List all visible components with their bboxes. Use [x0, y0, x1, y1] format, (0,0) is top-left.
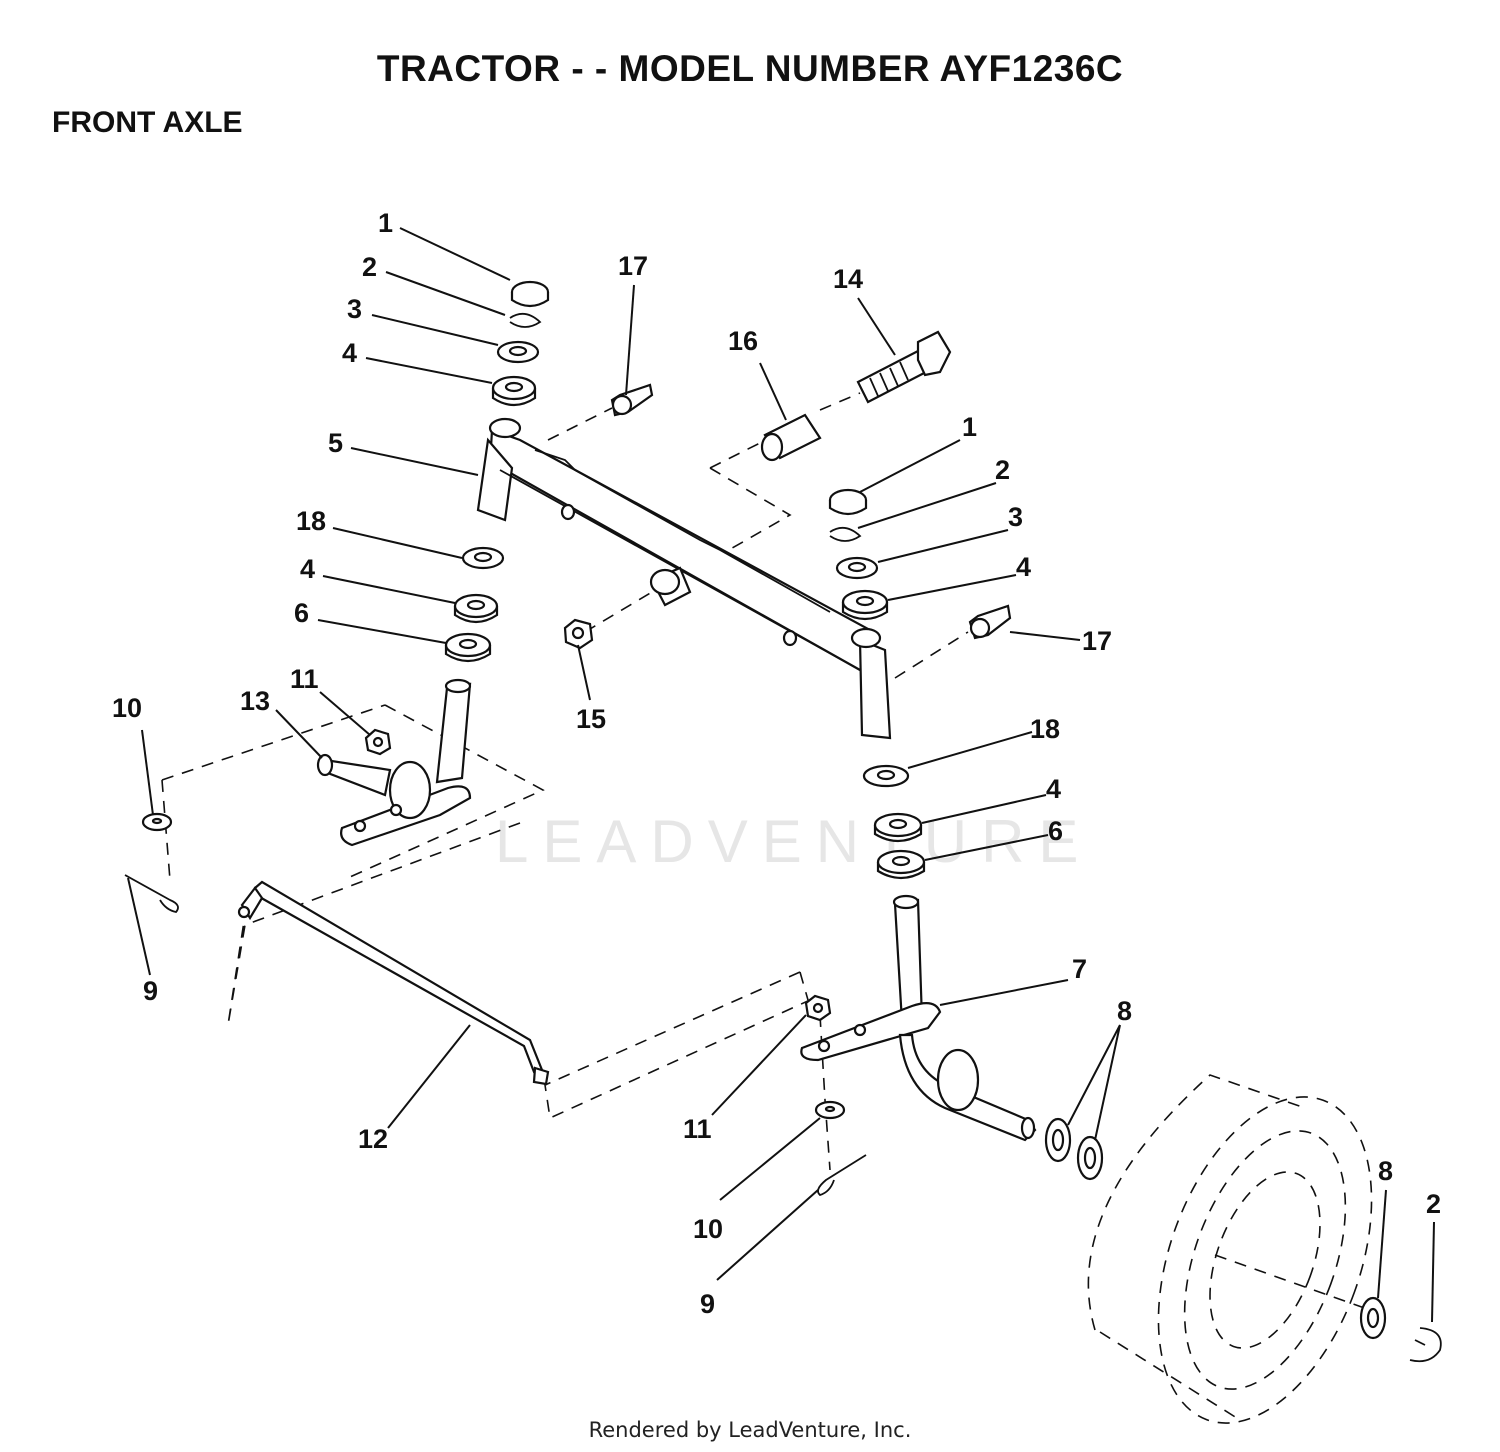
washer-3b — [835, 556, 879, 580]
washer-18b — [862, 764, 910, 788]
callout-2c: 2 — [1426, 1189, 1441, 1219]
washer-3a — [496, 340, 540, 364]
washer-8b — [1076, 1135, 1104, 1181]
spindle-left — [316, 678, 472, 847]
dash-line-tie-rod-left — [227, 822, 521, 1026]
dash-line-left-cotter — [161, 779, 171, 881]
bolt-14 — [856, 330, 952, 404]
callout-17a: 17 — [618, 251, 648, 281]
nut-11b — [804, 994, 832, 1022]
washer-10a — [141, 812, 173, 832]
callout-1b: 1 — [962, 412, 977, 442]
cap-1b — [828, 488, 868, 516]
callout-8b: 8 — [1378, 1156, 1393, 1186]
callout-11b: 11 — [683, 1114, 712, 1144]
dash-line-17b — [894, 631, 969, 679]
spindle-right — [800, 894, 1037, 1142]
watermark-text: LEADVENTURE — [495, 808, 1092, 875]
bushing-6b — [876, 849, 926, 880]
dash-line-16 — [709, 441, 792, 556]
washer-8a — [1044, 1117, 1072, 1163]
callout-17b: 17 — [1082, 626, 1112, 656]
dash-line-left-spindle — [161, 704, 545, 878]
callout-9b: 9 — [700, 1289, 715, 1319]
callout-6b: 6 — [1048, 816, 1063, 846]
bushing-4b — [453, 593, 499, 624]
clip-2a — [509, 312, 542, 328]
callout-8a: 8 — [1117, 996, 1132, 1026]
retaining-clip-2c — [1409, 1327, 1442, 1363]
bushing-4c — [841, 589, 889, 621]
dash-line-wheel-axis — [1214, 1254, 1371, 1311]
callout-14: 14 — [833, 264, 863, 294]
callout-2a: 2 — [362, 252, 377, 282]
callout-6a: 6 — [294, 598, 309, 628]
axle-beam — [476, 417, 892, 740]
callout-13: 13 — [240, 686, 270, 716]
callout-12: 12 — [358, 1124, 388, 1154]
callout-15: 15 — [576, 704, 606, 734]
callout-1a: 1 — [378, 208, 393, 238]
callout-10b: 10 — [693, 1214, 723, 1244]
grease-fitting-17a — [610, 383, 654, 417]
tie-rod-12 — [237, 880, 550, 1086]
callout-3a: 3 — [347, 294, 362, 324]
section-title: FRONT AXLE — [52, 106, 243, 139]
callout-4c: 4 — [1016, 552, 1031, 582]
bushing-4d — [873, 812, 923, 843]
cotter-pin-9a — [124, 874, 179, 913]
callout-11a: 11 — [290, 664, 319, 694]
callout-16: 16 — [728, 326, 758, 356]
bushing-6a — [444, 632, 492, 663]
nut-11a — [364, 728, 392, 756]
callout-18b: 18 — [1030, 714, 1060, 744]
clip-2b — [829, 526, 862, 542]
callout-4a: 4 — [342, 338, 357, 368]
dash-line-14 — [819, 392, 861, 411]
spacer-16 — [760, 413, 822, 462]
footer-credit: Rendered by LeadVenture, Inc. — [588, 1418, 912, 1442]
wheel-outline — [1087, 1074, 1373, 1424]
callout-2b: 2 — [995, 455, 1010, 485]
callout-4d: 4 — [1046, 774, 1061, 804]
washer-8c — [1359, 1296, 1387, 1340]
callout-9a: 9 — [143, 976, 158, 1006]
cotter-pin-9b — [817, 1154, 867, 1197]
callout-4b: 4 — [300, 554, 315, 584]
callout-5: 5 — [328, 428, 343, 458]
bushing-4a — [491, 375, 537, 407]
callout-18a: 18 — [296, 506, 326, 536]
callout-7: 7 — [1072, 954, 1087, 984]
dash-line-17a — [547, 407, 613, 441]
washer-18a — [461, 546, 505, 570]
nut-15 — [563, 618, 594, 650]
dash-line-tie-rod-right — [544, 971, 811, 1120]
dash-line-15 — [584, 591, 653, 633]
grease-fitting-17b — [968, 604, 1012, 640]
page-title: TRACTOR - - MODEL NUMBER AYF1236C — [376, 48, 1124, 89]
cap-1a — [510, 280, 550, 308]
callout-10a: 10 — [112, 693, 142, 723]
callout-3b: 3 — [1008, 502, 1023, 532]
washer-10b — [814, 1100, 846, 1120]
